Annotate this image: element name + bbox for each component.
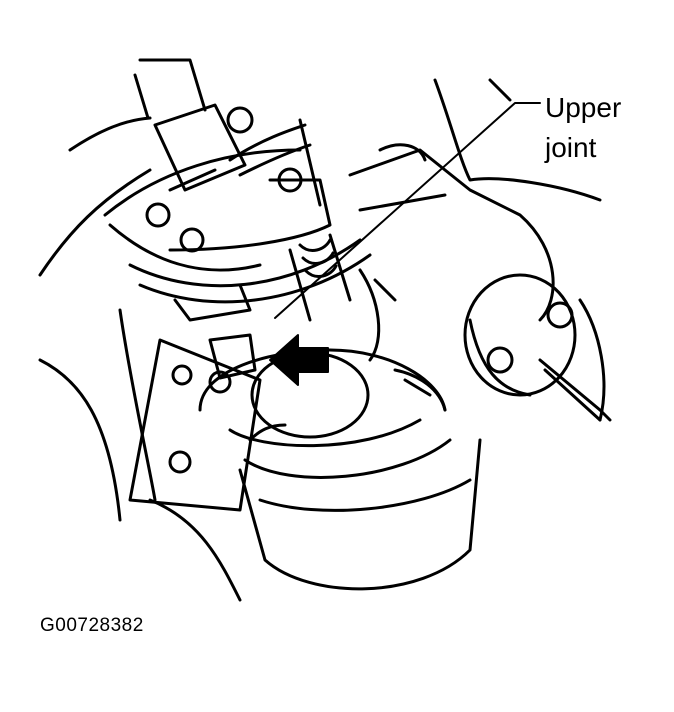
callout-line-1: Upper	[545, 92, 622, 123]
upper-joint-callout: Upper joint	[545, 88, 621, 168]
upper-bracket	[103, 103, 332, 272]
motor-housing	[348, 143, 612, 422]
figure-id: G00728382	[40, 615, 144, 636]
flange-plate	[128, 238, 372, 512]
body-outline	[38, 58, 606, 602]
mounting-bolts	[168, 333, 257, 474]
upper-joint-leader-line	[274, 102, 541, 319]
lower-joint-boot	[198, 348, 482, 591]
arrow-left-icon	[269, 334, 329, 386]
callout-line-2: joint	[545, 132, 597, 163]
intermediate-shaft	[288, 233, 397, 362]
